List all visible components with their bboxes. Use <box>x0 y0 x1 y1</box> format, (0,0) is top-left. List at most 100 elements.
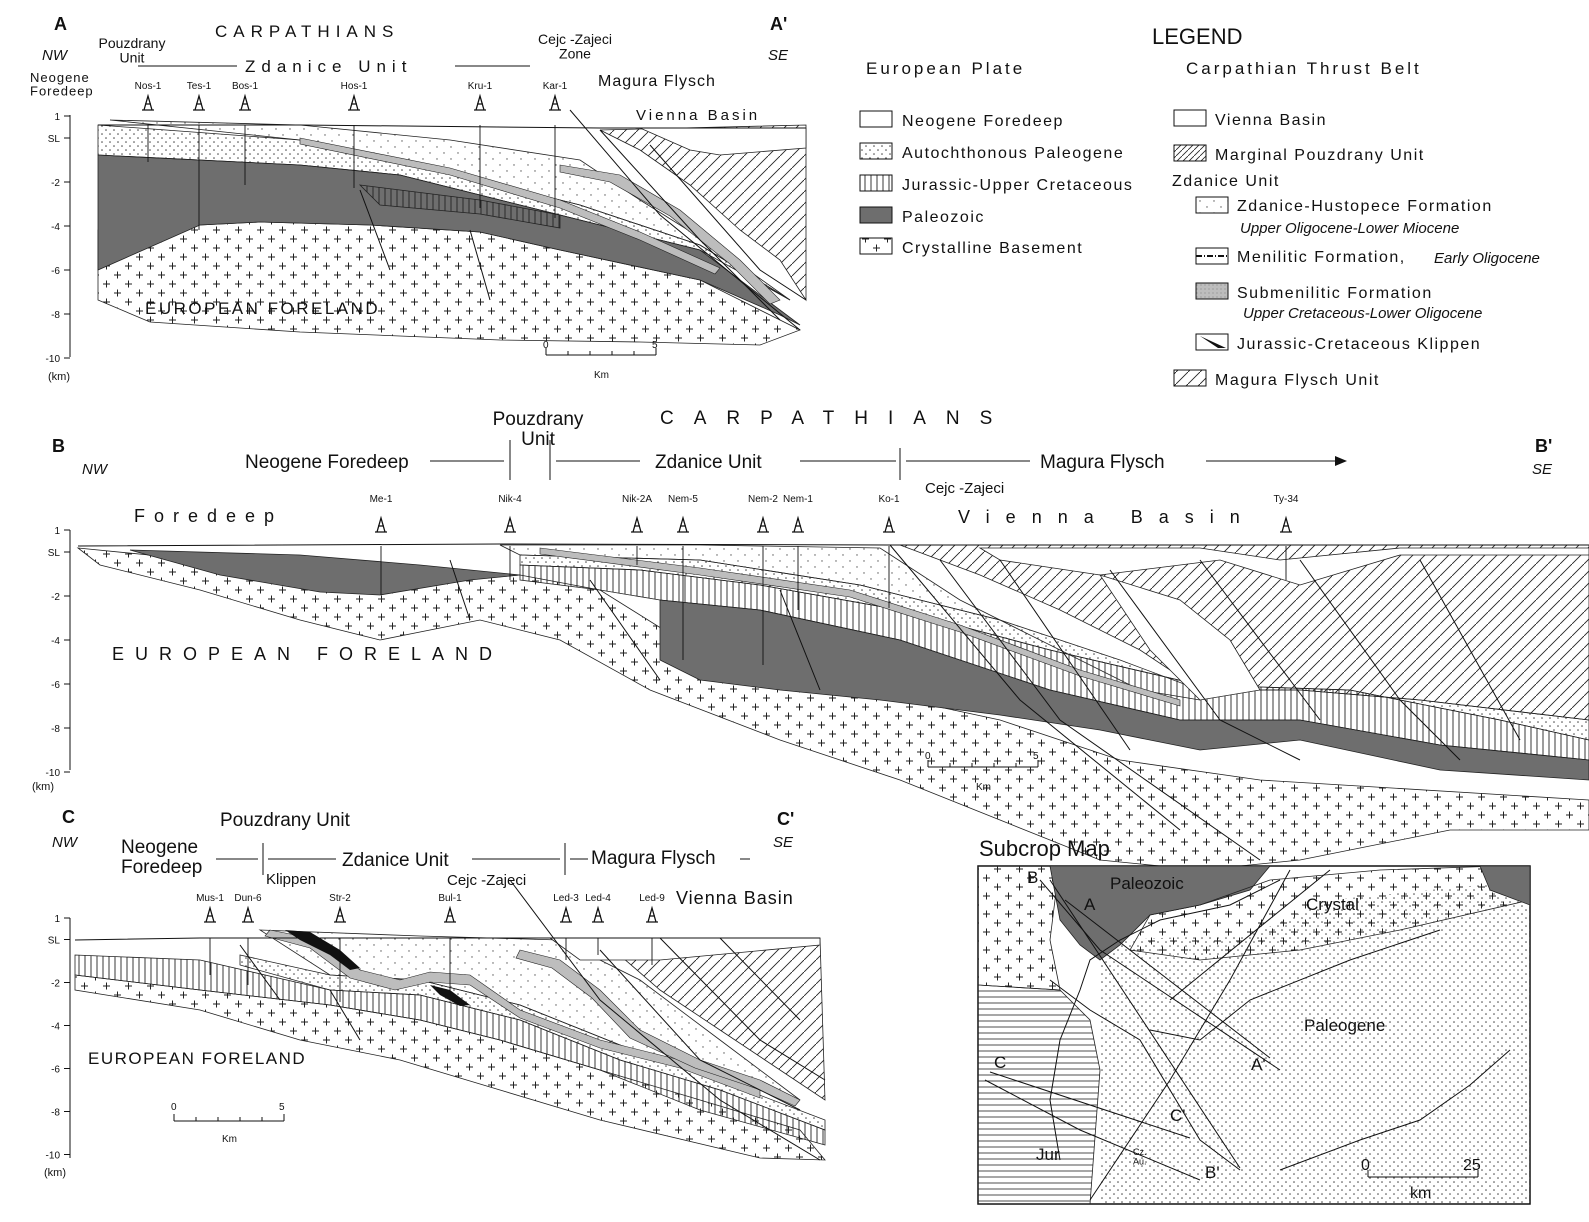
subcrop-label-c-prime: C' <box>1170 1106 1186 1125</box>
section-b-well: Me-1 <box>370 494 393 595</box>
section-c-submenilitic-band-2 <box>515 949 801 1107</box>
derrick-icon <box>792 515 804 533</box>
section-c-foreland: EUROPEAN FORELAND <box>88 1049 306 1068</box>
derrick-icon <box>592 905 604 923</box>
section-c-well-label: Led-9 <box>639 893 665 904</box>
section-c-klippen-2 <box>430 985 470 1006</box>
section-b-well-label: Nem-5 <box>668 494 698 505</box>
section-b-surface-line <box>77 543 1589 547</box>
section-b-well: Nik-2A <box>622 494 652 565</box>
section-a-label-left: A <box>54 14 67 34</box>
derrick-icon <box>646 905 658 923</box>
section-a-depth-tick-label: -10 <box>46 354 61 365</box>
section-a-depth-tick-label: -4 <box>51 222 60 233</box>
subcrop-label-c: C <box>994 1053 1006 1072</box>
section-b-cejc: Cejc -Zajeci <box>925 480 1004 497</box>
legend-magura-flysch: Magura Flysch Unit <box>1215 372 1380 389</box>
section-c-depth-tick-label: -10 <box>46 1151 61 1162</box>
section-c-vienna: Vienna Basin <box>676 888 794 908</box>
section-c-well: Dun-6 <box>234 893 262 985</box>
section-c-depth-tick-label: SL <box>48 936 61 947</box>
legend-title: LEGEND <box>1152 24 1242 49</box>
subcrop-map: Subcrop Map <box>977 836 1531 1205</box>
derrick-icon <box>239 93 251 111</box>
subcrop-paleogene-area <box>1100 880 1530 1204</box>
derrick-icon <box>334 905 346 923</box>
section-c-well-label: Bul-1 <box>438 893 462 904</box>
section-c-well-label: Mus-1 <box>196 893 224 904</box>
section-a-well: Kar-1 <box>543 81 568 218</box>
section-b-well-label: Ko-1 <box>878 494 900 505</box>
section-b-depth-tick-label: -6 <box>51 680 60 691</box>
subcrop-title: Subcrop Map <box>979 836 1110 861</box>
legend-zh-formation: Zdanice-Hustopece Formation <box>1237 198 1493 215</box>
section-a-label-right: A' <box>770 14 787 34</box>
section-c-faults <box>239 879 826 1161</box>
derrick-icon <box>474 93 486 111</box>
derrick-icon <box>242 905 254 923</box>
derrick-icon <box>348 93 360 111</box>
subcrop-paleogene: Paleogene <box>1304 1016 1385 1035</box>
section-b-well-label: Nik-2A <box>622 494 652 505</box>
section-c-depth-tick-label: -8 <box>51 1108 60 1119</box>
legend-submenilitic: Submenilitic Formation <box>1237 285 1433 302</box>
section-a-dir-right: SE <box>768 47 789 64</box>
section-c-well-label: Led-4 <box>585 893 611 904</box>
section-b-dir-left: NW <box>82 461 109 478</box>
section-c-depth-axis: 1SL-2-4-6-8-10 <box>46 914 71 1162</box>
legend-klippen: Jurassic-Cretaceous Klippen <box>1237 336 1481 353</box>
subcrop-scale-end: 25 <box>1463 1157 1481 1174</box>
subcrop-crystal: Crystal <box>1306 895 1359 914</box>
section-a-scale-end: 5 <box>652 340 658 351</box>
section-a-well: Hos-1 <box>341 81 368 188</box>
derrick-icon <box>549 93 561 111</box>
subcrop-section-lines <box>989 879 1271 1169</box>
section-a-dir-left: NW <box>42 47 69 64</box>
section-a-scale-bar: 0 5 Km <box>543 340 658 381</box>
legend-marginal-pouzdrany: Marginal Pouzdrany Unit <box>1215 147 1425 164</box>
section-a-magura: Magura Flysch <box>598 73 716 90</box>
section-b-vienna-basin <box>978 547 1589 586</box>
legend-jurassic: Jurassic-Upper Cretaceous <box>902 177 1133 194</box>
section-c-well-label: Str-2 <box>329 893 351 904</box>
subcrop-paleozoic-east <box>1479 866 1530 906</box>
section-a-faults <box>359 109 807 331</box>
section-a-depth-axis: 1SL-2-4-6-8-10 <box>46 112 71 365</box>
section-c-well-label: Led-3 <box>553 893 579 904</box>
section-c-depth-unit: (km) <box>44 1167 66 1179</box>
derrick-icon <box>560 905 572 923</box>
section-b-magura: Magura Flysch <box>1040 452 1165 473</box>
section-b-vienna: Vienna Basin <box>958 507 1256 527</box>
section-c-depth-tick-label: -4 <box>51 1022 60 1033</box>
section-c-well: Mus-1 <box>196 893 224 975</box>
derrick-icon <box>204 905 216 923</box>
section-c-depth-tick-label: 1 <box>54 914 60 925</box>
section-b-depth-tick-label: -4 <box>51 636 60 647</box>
section-c-magura: Magura Flysch <box>591 848 716 869</box>
section-a-well: Nos-1 <box>135 81 162 162</box>
section-c-depth-tick-label: -6 <box>51 1065 60 1076</box>
section-a-submenilitic-band-2 <box>559 164 781 305</box>
section-b-vienna-basin-fill <box>1099 574 1261 701</box>
legend-autochthonous-paleogene: Autochthonous Paleogene <box>902 145 1124 162</box>
section-a-title: CARPATHIANS <box>215 22 399 41</box>
section-b-well-label: Me-1 <box>370 494 393 505</box>
section-b-scale-end: 5 <box>1033 751 1039 762</box>
section-a-submenilitic-band <box>299 137 721 275</box>
section-b-unit-zdanice: Zdanice Unit <box>655 452 762 473</box>
section-a-depth-tick-label: SL <box>48 134 61 145</box>
section-c-klippen-label: Klippen <box>266 871 316 888</box>
subcrop-scale-start: 0 <box>1361 1157 1370 1174</box>
section-a-depth-tick-label: 1 <box>54 112 60 123</box>
section-b-paleozoic-foreland <box>129 549 521 596</box>
legend-menilitic-age: Early Oligocene <box>1434 250 1540 267</box>
